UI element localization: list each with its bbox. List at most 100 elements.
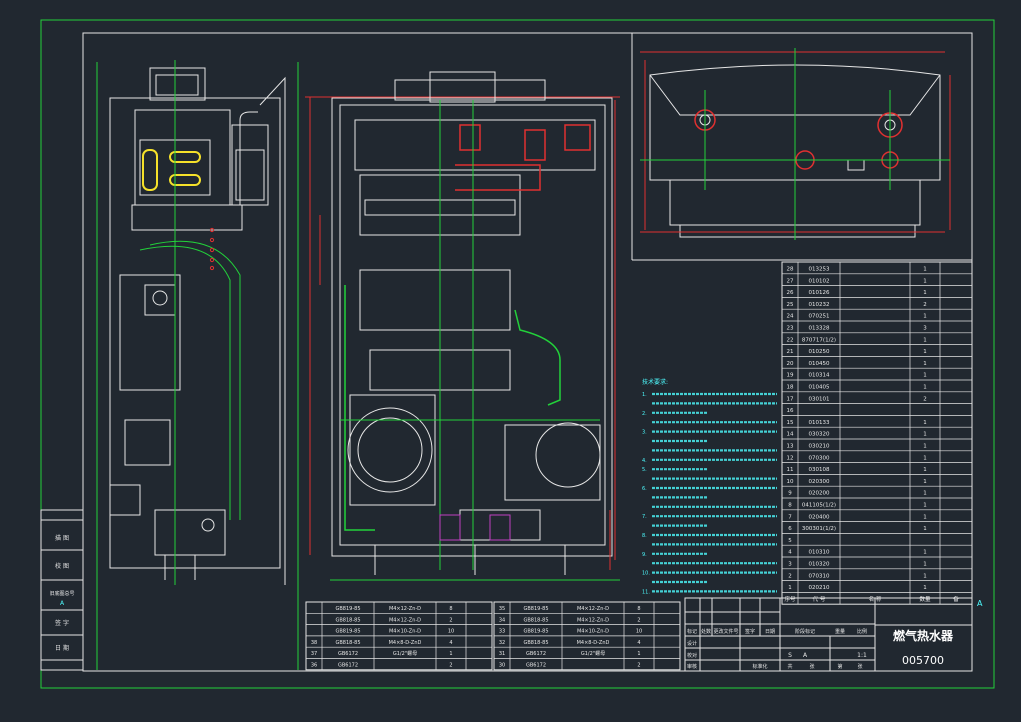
tech-notes: 技术要求: 1.2.3.4.5.6.7.8.9.10.11. [642,378,777,595]
bom-right-cell: 5 [788,538,792,544]
bom-bottom-cell: 2 [449,617,452,623]
tech-note-number: 7. [642,514,647,520]
bom-right-cell: 1 [923,373,927,379]
bom-bottom-cell: GB6172 [338,651,358,657]
bom-right-cell: 020400 [809,514,830,520]
tb-design: 设计 [687,640,697,647]
bom-right-cell: 1 [923,526,927,532]
bom-bottom-cell: 30 [499,663,505,669]
strip-label-4: 签 字 [55,619,69,627]
tech-note-number: 4. [642,458,647,464]
bom-right-cell: 19 [787,373,794,379]
bom-right-cell: 010126 [809,290,830,296]
bom-right-cell: 1 [788,585,792,591]
bom-bottom-cell: GB6172 [526,651,546,657]
bom-bottom-cell: 37 [311,651,317,657]
bom-right-cell: 1 [923,467,927,473]
bom-right-cell: 1 [923,514,927,520]
tb-change-doc: 更改文件号 [713,628,738,635]
bom-right-cell: 1 [923,491,927,497]
border-mark: A [977,599,983,608]
title-block: 燃气热水器 005700 标记 处数 更改文件号 签字 日期 设计 校对 审核 … [684,597,973,672]
bom-right-cell: 1 [923,479,927,485]
bom-right-cell: 013253 [809,267,830,273]
tech-note-number: 6. [642,486,647,492]
bom-right-cell: 041105(1/2) [802,503,836,509]
tb-stage-a: A [803,652,808,659]
bom-bottom-cell: 2 [637,663,640,669]
bom-right-cell: 020200 [809,491,830,497]
front-view [297,71,620,581]
strip-label-2: 校 图 [55,562,69,570]
bom-right-cell: 010405 [809,385,830,391]
bom-bottom-cell: GB819-85 [335,606,360,612]
tech-note-number: 2. [642,411,647,417]
tech-note-number: 1. [642,392,647,398]
bom-right-cell: 1 [923,444,927,450]
bom-bottom-cell: M4×12-Zn-D [389,606,421,612]
bom-right-cell: 013328 [809,326,830,332]
bom-bottom-cell: 1 [637,651,640,657]
drawing-title: 燃气热水器 [893,628,954,643]
bom-right-header-cell: 备 [953,595,959,603]
tb-weight: 重量 [835,628,845,635]
bom-right-cell: 1 [923,432,927,438]
bom-right-cell: 1 [923,337,927,343]
bom-bottom-cell: 35 [499,606,505,612]
bom-right-header-cell: 数量 [919,595,931,603]
bom-bottom-cell: 4 [449,640,452,646]
bom-right-cell: 1 [923,503,927,509]
side-view [96,60,299,670]
bom-right-cell: 22 [787,337,794,343]
bom-right-cell: 030320 [809,432,830,438]
bom-right-cell: 300301(1/2) [802,526,836,532]
bom-right-cell: 3 [788,562,792,568]
tech-note-number: 10. [642,571,650,577]
tech-note-number: 8. [642,533,647,539]
bom-bottom-cell: M4×12-Zn-D [577,606,609,612]
bom-bottom-cell: 8 [449,606,452,612]
bom-right-cell: 030108 [809,467,830,473]
tb-count: 处数 [701,628,711,635]
bom-right-header-cell: 序号 [784,595,796,603]
tb-check: 校对 [687,652,697,659]
bom-right-cell: 1 [923,585,927,591]
bom-right-cell: 010250 [809,349,830,355]
bom-bottom-cell: M4×12-Zn-D [389,617,421,623]
bom-bottom-cell: 4 [637,640,640,646]
tech-note-number: 9. [642,552,647,558]
tb-date: 日期 [765,629,775,635]
bom-right-cell: 1 [923,290,927,296]
bom-right-cell: 030210 [809,444,830,450]
bom-bottom-cell: G1/2"螺母 [393,650,417,657]
bom-right-cell: 010310 [809,550,830,556]
tech-note-number: 3. [642,430,647,436]
tb-sheet-label: 张 [857,663,862,670]
bom-bottom-cell: M4×8-D-ZnD [389,640,422,646]
bom-bottom-cell: GB818-85 [523,617,548,623]
bom-right-cell: 23 [787,326,794,332]
bom-right-cell: 070310 [809,573,830,579]
bom-bottom-cell: 33 [499,629,505,635]
plan-view [631,33,972,261]
bom-right-cell: 1 [923,420,927,426]
bom-right-cell: 15 [787,420,794,426]
bom-bottom-cell: M4×10-Zn-D [577,629,609,635]
bom-right-cell: 010102 [809,278,830,284]
bom-bottom-cell: 1 [449,651,452,657]
tb-sign: 签字 [745,628,755,635]
tb-total: 共 [787,663,792,670]
bom-bottom-cell: 38 [311,640,317,646]
bom-right-cell: 2 [923,302,927,308]
bom-right-cell: 010232 [809,302,830,308]
tb-scale-value: 1:1 [857,652,867,659]
bom-bottom-cell: M4×10-Zn-D [389,629,421,635]
bom-right-cell: 17 [787,396,794,402]
tb-review: 审核 [687,663,697,670]
bom-right-cell: 030101 [809,396,830,402]
bom-right-cell: 2 [788,573,792,579]
bom-bottom-cell: 10 [636,629,642,635]
